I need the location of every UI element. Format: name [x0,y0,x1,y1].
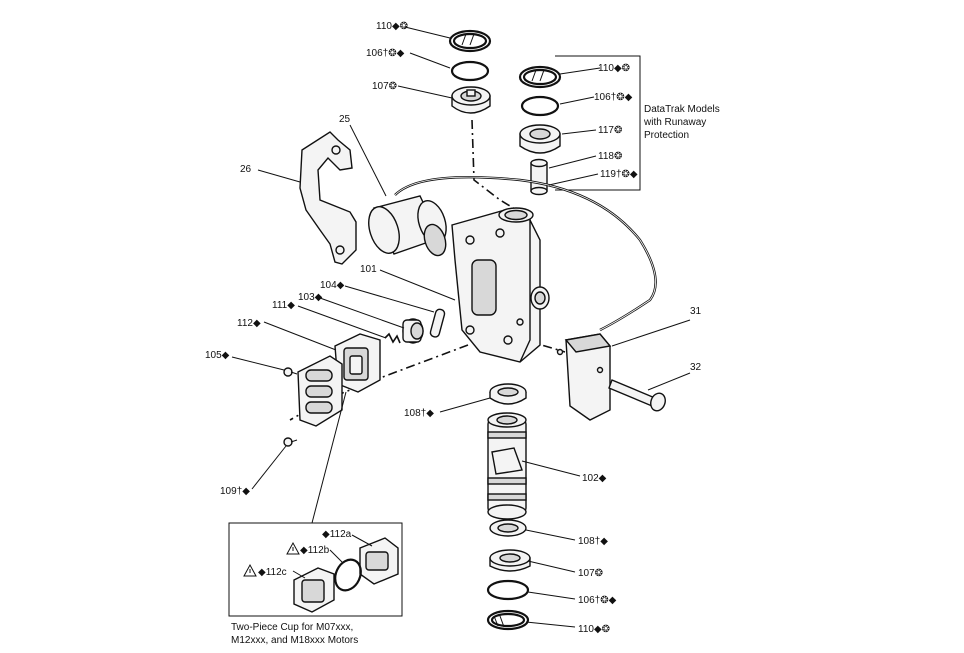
part-32-screw [608,379,666,412]
callout-106-low: 106†❂◆ [578,595,617,606]
callout-26: 26 [240,164,252,175]
part-112b-o-ring [334,558,362,592]
callout-112c: ◆112c [258,567,287,578]
callout-104: 104◆ [320,280,345,291]
callout-105: 105◆ [205,350,230,361]
part-106-top-o-ring [450,60,490,82]
part-106-low-o-ring [486,579,530,601]
part-108-mid-seal [489,383,527,405]
part-112c-cup-base [293,567,335,613]
part-110-top-retaining-ring [448,29,492,53]
callout-110-low: 110◆❂ [578,624,610,635]
callout-32: 32 [690,362,702,373]
part-102-spool-valve [487,412,527,520]
part-105-screw [283,367,298,377]
callout-106-datatrak: 106†❂◆ [594,92,633,103]
part-103-plug [402,318,424,344]
inset-caption-line-1: Two-Piece Cup for M07xxx, [231,622,353,633]
callout-112: 112◆ [237,318,261,329]
part-109-screw [283,437,298,447]
part-117-datatrak-cup [519,124,561,154]
sensor-cable-inner [394,176,656,331]
callout-31: 31 [690,306,702,317]
part-106-datatrak-o-ring [520,95,560,117]
callout-112a: ◆112a [322,529,352,540]
warning-triangle-icon [243,563,257,577]
callout-108-mid: 108†◆ [404,408,434,419]
callout-110-top: 110◆❂ [376,21,408,32]
callout-107-low: 107❂ [578,568,603,579]
callout-106-top: 106†❂◆ [366,48,405,59]
datatrak-note-line-1: DataTrak Models [644,104,720,115]
warning-triangle-icon [286,541,300,555]
callout-108-low: 108†◆ [578,536,608,547]
callout-111: 111◆ [272,300,295,311]
part-110-datatrak-ring [518,65,562,89]
callout-110-datatrak: 110◆❂ [598,63,630,74]
callout-118: 118❂ [598,151,622,162]
inset-leader [311,391,347,524]
part-107-low-cup [489,549,531,572]
callout-109: 109†◆ [220,486,250,497]
part-101-valve-housing [451,207,550,363]
part-112a-cup-top [359,537,399,585]
part-31-sensor [556,333,612,421]
part-108-low-seal [489,519,527,537]
callout-112b: ◆112b [300,545,330,556]
datatrak-option-bracket [555,55,641,191]
datatrak-note-line-2: with Runaway [643,117,706,128]
callout-101: 101 [360,264,377,275]
part-104-gasket [429,308,446,338]
callout-107-top: 107❂ [372,81,397,92]
part-107-top-cup [451,86,491,114]
datatrak-note-line-3: Protection [644,130,689,141]
assembly-axis-top [471,119,526,216]
callout-102: 102◆ [582,473,607,484]
two-piece-cup-inset-box [228,522,403,617]
part-25-reed-switch-housing [368,195,447,257]
part-118-datatrak-pin [530,158,548,196]
callout-25: 25 [339,114,351,125]
leader-lines [231,26,691,628]
part-110-low-ring [486,609,530,631]
part-112-cup [334,333,381,393]
inset-caption-line-2: M12xxx, and M18xxx Motors [231,635,358,646]
part-111-spring [384,332,401,344]
callout-117: 117❂ [598,125,622,136]
part-plate [297,355,343,427]
part-26-mounting-bracket [299,131,357,265]
callout-119: 119†❂◆ [600,169,638,180]
callout-103: 103◆ [298,292,323,303]
